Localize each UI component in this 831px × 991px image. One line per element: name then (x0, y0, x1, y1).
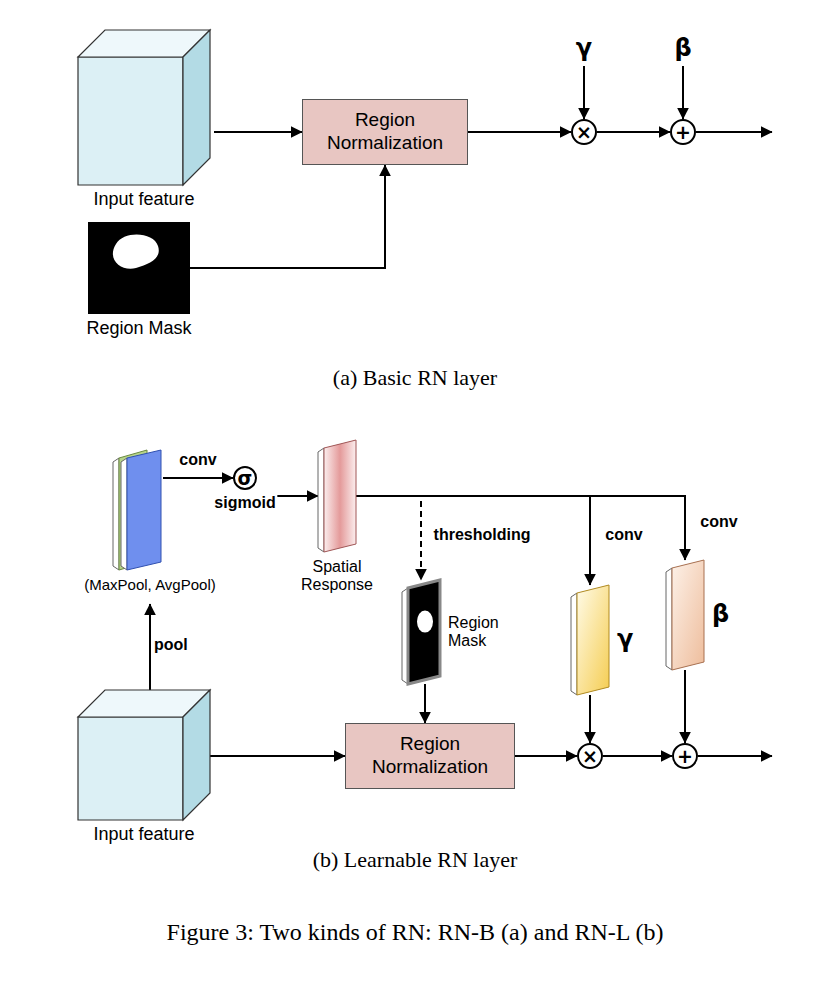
node-label: γ (576, 34, 592, 62)
multiply-circle: × (571, 119, 597, 145)
beta-map: β (666, 560, 704, 670)
connector-arrow (515, 755, 577, 757)
panel-face (127, 450, 161, 570)
region-mask-map: Region Mask (402, 580, 440, 684)
node-figure (571, 585, 609, 695)
node-label: + (675, 123, 691, 142)
edge-label: conv (698, 513, 739, 531)
node-label: Region Mask (448, 614, 514, 651)
region-mask-image: Region Mask (88, 222, 190, 314)
edge-label: conv (603, 526, 644, 544)
node-figure (78, 30, 210, 185)
node-label: γ (617, 626, 633, 654)
subfigure-caption: (a) Basic RN layer (331, 365, 499, 391)
cube-front (78, 57, 183, 185)
panel-face (672, 560, 704, 670)
mask-region (113, 234, 159, 268)
connector-arrow (424, 684, 426, 723)
node-label: Region Normalization (346, 733, 514, 779)
connector-arrow (210, 755, 345, 757)
panel-side (318, 448, 324, 552)
output-arrow (698, 755, 772, 757)
subfigure-caption: (b) Learnable RN layer (311, 847, 520, 873)
sigmoid-circle: σ (233, 466, 257, 490)
mask-region (417, 611, 433, 633)
figure-caption: Figure 3: Two kinds of RN: RN-B (a) and … (165, 919, 666, 946)
node-label: Region Normalization (303, 109, 467, 155)
connector-arrow (468, 131, 571, 133)
connector-arrow (190, 165, 385, 268)
node-figure (318, 440, 356, 552)
add-circle: + (672, 743, 698, 769)
node-figure (402, 580, 440, 684)
edge-label: pool (152, 636, 190, 654)
panel-side (113, 458, 119, 570)
cube-side (183, 30, 210, 185)
node-label: β (712, 601, 729, 629)
mask-ground (88, 222, 190, 314)
pooled-maps: (MaxPool, AvgPool) (55, 450, 245, 602)
edge-label: thresholding (432, 526, 533, 544)
operation-label: sigmoid (212, 494, 277, 512)
connector-arrow (603, 755, 672, 757)
connector-arrow (682, 66, 684, 119)
connector-arrow (589, 695, 591, 743)
process-box: Region Normalization (302, 99, 468, 165)
panel-side (666, 568, 672, 670)
node-figure (666, 560, 704, 670)
parameter-symbol: β (668, 32, 698, 64)
connector-arrow (214, 131, 302, 133)
panel-face (577, 585, 609, 695)
connector-arrow (597, 131, 670, 133)
node-label: Region Mask (86, 318, 191, 339)
add-circle: + (670, 119, 696, 145)
parameter-symbol: γ (569, 32, 599, 64)
gamma-map: γ (571, 585, 609, 695)
node-label: + (677, 747, 693, 766)
node-label: × (576, 123, 592, 142)
connector-arrow (684, 670, 686, 743)
edge-label: conv (177, 451, 218, 469)
node-label: Input feature (93, 824, 194, 845)
panel-face (324, 440, 356, 552)
cube-front (78, 717, 183, 820)
connector-arrow (583, 66, 585, 119)
multiply-circle: × (577, 743, 603, 769)
node-label: (MaxPool, AvgPool) (84, 576, 215, 593)
process-box: Region Normalization (345, 723, 515, 789)
connector-arrow (356, 496, 590, 585)
node-label: β (674, 34, 691, 62)
panel-side (571, 593, 577, 695)
spatial-response-map: Spatial Response (318, 440, 356, 552)
panel-face (408, 580, 440, 684)
feature-cube: Input feature (78, 690, 210, 820)
node-label: Input feature (93, 189, 194, 210)
feature-cube: Input feature (78, 30, 210, 185)
panel-side (121, 458, 127, 570)
connector-arrow (356, 496, 685, 560)
node-label: σ (238, 469, 253, 488)
connector-arrow (356, 496, 421, 580)
connector-arrow (149, 604, 151, 690)
output-arrow (696, 131, 772, 133)
node-figure (78, 690, 210, 820)
node-label: × (582, 747, 598, 766)
node-figure (88, 222, 190, 314)
connector-arrow (163, 477, 233, 479)
node-label: Spatial Response (289, 558, 385, 595)
cube-side (183, 690, 210, 820)
